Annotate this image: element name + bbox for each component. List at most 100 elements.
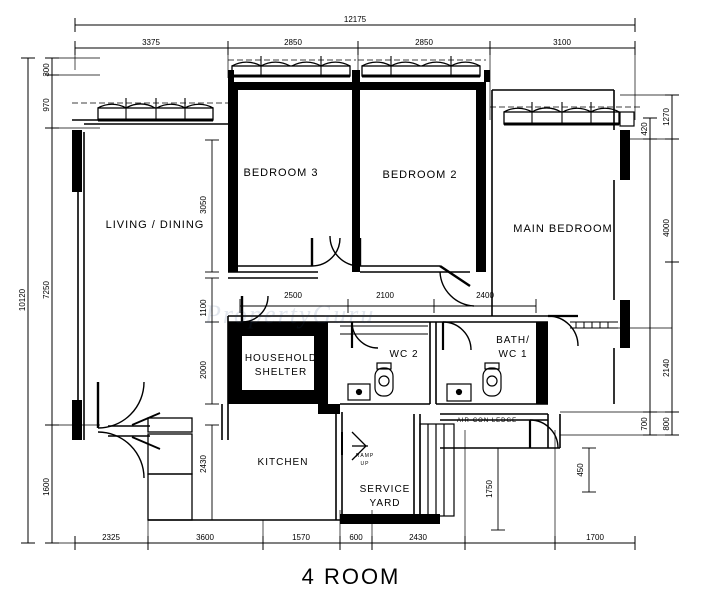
dim-bot-seg-5: 1700	[586, 533, 604, 542]
top-dimension-lines	[74, 18, 636, 120]
fixtures	[147, 321, 618, 521]
dim-top-overall: 12175	[344, 15, 367, 24]
dim-left-overall: 10120	[18, 288, 27, 311]
dim-top-seg-2: 2850	[415, 38, 433, 47]
room-label-service-yard-line2: YARD	[369, 498, 400, 509]
door-gate-leaf-a	[131, 412, 161, 426]
door-gate-leaf-b	[131, 436, 161, 450]
doors	[96, 235, 579, 479]
wall-shelter-bottom	[228, 390, 328, 404]
dim-top-seg-3: 3100	[553, 38, 571, 47]
fixture-ramp-up	[351, 431, 368, 461]
door-shelter-swing	[241, 295, 269, 323]
dim-kitchen-2430: 2430	[199, 455, 208, 473]
fixture-kitchen-counter	[246, 325, 428, 335]
dim-bot-seg-2: 1570	[292, 533, 310, 542]
bottom-dimension-lines	[74, 430, 636, 550]
wall-bedroom-top	[228, 82, 486, 90]
wall-bath-right	[536, 322, 548, 404]
wall-shelter-right	[314, 322, 328, 404]
door-bedroom3-swing	[311, 237, 341, 267]
dim-top-seg-1: 2850	[284, 38, 302, 47]
dim-bot-seg-1: 3600	[196, 533, 214, 542]
fixture-service-louvres	[419, 423, 455, 517]
wall-living-left-b	[72, 400, 82, 440]
dim-bedroom3-depth: 3050	[199, 196, 208, 214]
door-mainbed-swing	[439, 271, 475, 307]
dim-shelter-2000: 2000	[199, 361, 208, 379]
fixture-wc1-toilet	[482, 362, 502, 397]
dim-right-seg-4: 700	[640, 417, 649, 431]
right-dimension-lines	[560, 94, 679, 436]
walls	[72, 70, 630, 524]
door-ledge-swing	[529, 419, 559, 449]
door-entry-swing	[97, 381, 145, 429]
dim-bot-seg-3: 600	[349, 533, 363, 542]
dim-right-seg-5: 800	[662, 417, 671, 431]
room-label-ramp-up-line1: RAMP	[356, 453, 374, 459]
interior-dimension-lines	[205, 139, 596, 531]
room-label-household-shelter-line1: HOUSEHOLD	[245, 353, 317, 364]
wall-bedroom3-left	[228, 82, 238, 272]
fixture-main-ledge	[570, 321, 618, 329]
room-label-main-bedroom: MAIN BEDROOM	[513, 223, 612, 235]
room-label-bedroom-3: BEDROOM 3	[243, 167, 318, 179]
bottom-dimension-labels: 2325 3600 1570 600 2430 1700	[102, 533, 604, 542]
dim-ledge-450: 450	[576, 463, 585, 477]
dim-left-seg-3: 1600	[42, 478, 51, 496]
fixture-wc2-toilet	[374, 362, 394, 397]
room-label-kitchen: KITCHEN	[258, 457, 309, 468]
dim-bot-seg-4: 2430	[409, 533, 427, 542]
dim-corridor-1100: 1100	[199, 299, 208, 317]
right-dimension-labels: 1270 420 4000 2140 700 800	[640, 108, 671, 431]
wall-service-bottom	[340, 514, 440, 524]
fixture-wc1-basin	[446, 383, 472, 402]
window-main-bedroom	[490, 102, 640, 127]
dim-right-seg-3: 2140	[662, 359, 671, 377]
dim-shelter-width: 2500	[284, 291, 302, 300]
room-label-bedroom-2: BEDROOM 2	[382, 169, 457, 181]
window-living	[72, 98, 228, 122]
window-bedroom2	[358, 56, 486, 78]
fixture-entry-cabinets	[147, 417, 193, 521]
door-entry-swing2	[97, 431, 145, 479]
room-labels: LIVING / DINING BEDROOM 3 BEDROOM 2 MAIN BE…	[106, 167, 612, 509]
door-bedroom2-swing	[329, 235, 361, 267]
dim-left-seg-2: 7250	[42, 281, 51, 299]
room-label-air-con-ledge: AIR-CON LEDGE	[457, 418, 517, 424]
left-dimension-lines	[21, 57, 100, 544]
door-bath-swing	[442, 321, 472, 351]
page-title: 4 ROOM	[302, 564, 401, 589]
room-label-bath-wc-1-line1: BATH/	[496, 335, 530, 346]
wall-shelter-left	[228, 322, 242, 404]
room-label-wc-2: WC 2	[390, 349, 419, 360]
room-label-ramp-up-line2: UP	[361, 461, 370, 467]
dim-right-seg-0: 1270	[662, 108, 671, 126]
wall-main-right-a	[620, 130, 630, 180]
wall-kitchen-top-stub	[318, 404, 340, 414]
window-bedroom3	[228, 56, 356, 78]
dim-right-seg-2: 4000	[662, 219, 671, 237]
wall-main-right-b	[620, 300, 630, 348]
dim-bath-width: 2400	[476, 291, 494, 300]
left-dimension-labels: 10120 300 970 7250 1600	[18, 63, 51, 496]
interior-dimension-labels: 3050 1100 2000 2430 2500 2100 2400 1750 450	[199, 196, 585, 498]
top-dimension-labels: 12175 3375 2850 2850 3100	[142, 15, 571, 47]
room-label-household-shelter-line2: SHELTER	[255, 367, 307, 378]
wall-bedroom2-right	[476, 82, 486, 272]
dim-top-seg-0: 3375	[142, 38, 160, 47]
fixture-wc2-basin	[347, 383, 371, 401]
wall-bedroom-mid	[352, 82, 360, 272]
dim-left-seg-0: 300	[42, 63, 51, 77]
room-label-living-dining: LIVING / DINING	[106, 219, 205, 231]
dim-wc2-width: 2100	[376, 291, 394, 300]
wall-outlines	[77, 89, 615, 521]
room-label-bath-wc-1-line2: WC 1	[499, 349, 528, 360]
door-mainbed-leaf	[439, 265, 471, 287]
room-label-service-yard-line1: SERVICE	[360, 484, 411, 495]
dim-service-1750: 1750	[485, 480, 494, 498]
dim-bot-seg-0: 2325	[102, 533, 120, 542]
dim-right-seg-1: 420	[640, 122, 649, 136]
